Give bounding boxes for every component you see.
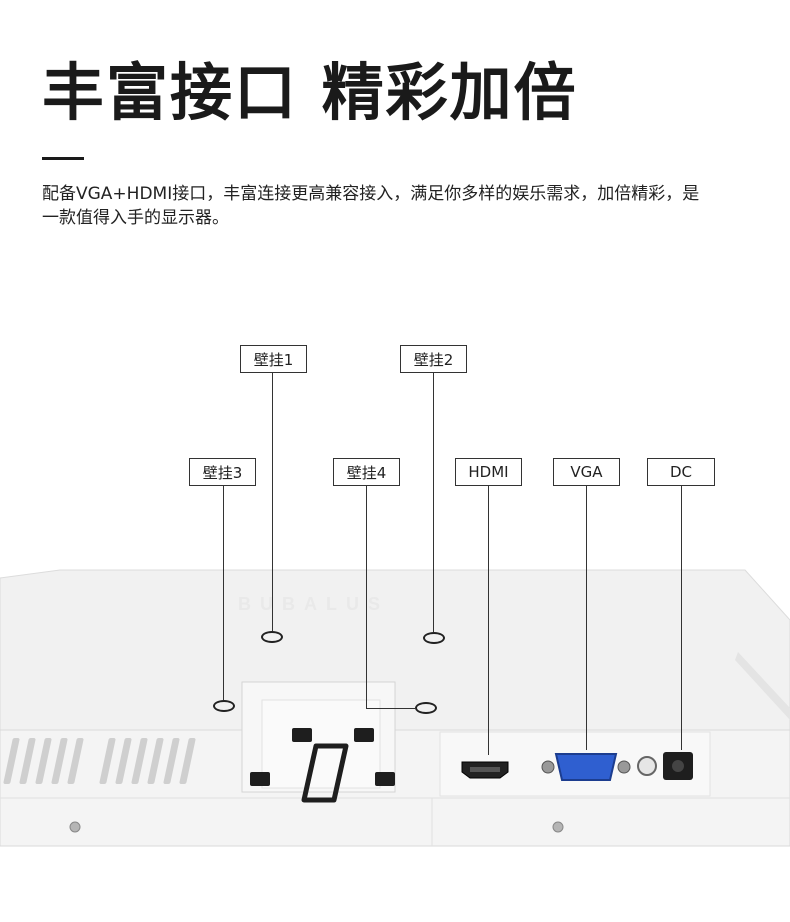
dc-port-hole xyxy=(672,760,684,772)
vga-screw-left xyxy=(541,760,555,774)
callout-line-mount1 xyxy=(272,372,273,631)
monitor-rear-illustration xyxy=(0,569,790,847)
stand-clip xyxy=(375,772,395,786)
callout-line-mount4-horizontal xyxy=(366,708,416,709)
vga-port xyxy=(554,753,618,781)
brand-watermark: BUBALUS xyxy=(238,594,389,614)
mount-hole-3 xyxy=(213,700,235,712)
stand-clip xyxy=(354,728,374,742)
stand-hook xyxy=(301,743,349,803)
callout-mount2: 壁挂2 xyxy=(400,345,467,373)
callout-line-mount2 xyxy=(433,372,434,632)
callout-line-mount4 xyxy=(366,485,367,708)
mount-hole-1 xyxy=(261,631,283,643)
hdmi-port-inner xyxy=(470,767,500,772)
callout-vga: VGA xyxy=(553,458,620,486)
stand-clip xyxy=(292,728,312,742)
mount-hole-4 xyxy=(415,702,437,714)
vga-screw-right xyxy=(617,760,631,774)
callout-mount4: 壁挂4 xyxy=(333,458,400,486)
callout-line-dc xyxy=(681,485,682,750)
stand-clip xyxy=(250,772,270,786)
power-button xyxy=(637,756,657,776)
callout-line-hdmi xyxy=(488,485,489,755)
title-underline xyxy=(42,157,84,160)
mount-hole-2 xyxy=(423,632,445,644)
monitor-right-bevel xyxy=(735,652,790,720)
description-text: 配备VGA+HDMI接口，丰富连接更高兼容接入，满足你多样的娱乐需求，加倍精彩，… xyxy=(42,184,700,228)
callout-hdmi: HDMI xyxy=(455,458,522,486)
page-title: 丰富接口 精彩加倍 xyxy=(42,56,578,129)
callout-dc: DC xyxy=(647,458,715,486)
callout-line-vga xyxy=(586,485,587,750)
callout-mount3: 壁挂3 xyxy=(189,458,256,486)
bottom-screw-right xyxy=(552,821,564,833)
callout-mount1: 壁挂1 xyxy=(240,345,307,373)
callout-line-mount3 xyxy=(223,485,224,700)
bottom-screw-left xyxy=(69,821,81,833)
monitor-back-panel xyxy=(0,569,790,731)
